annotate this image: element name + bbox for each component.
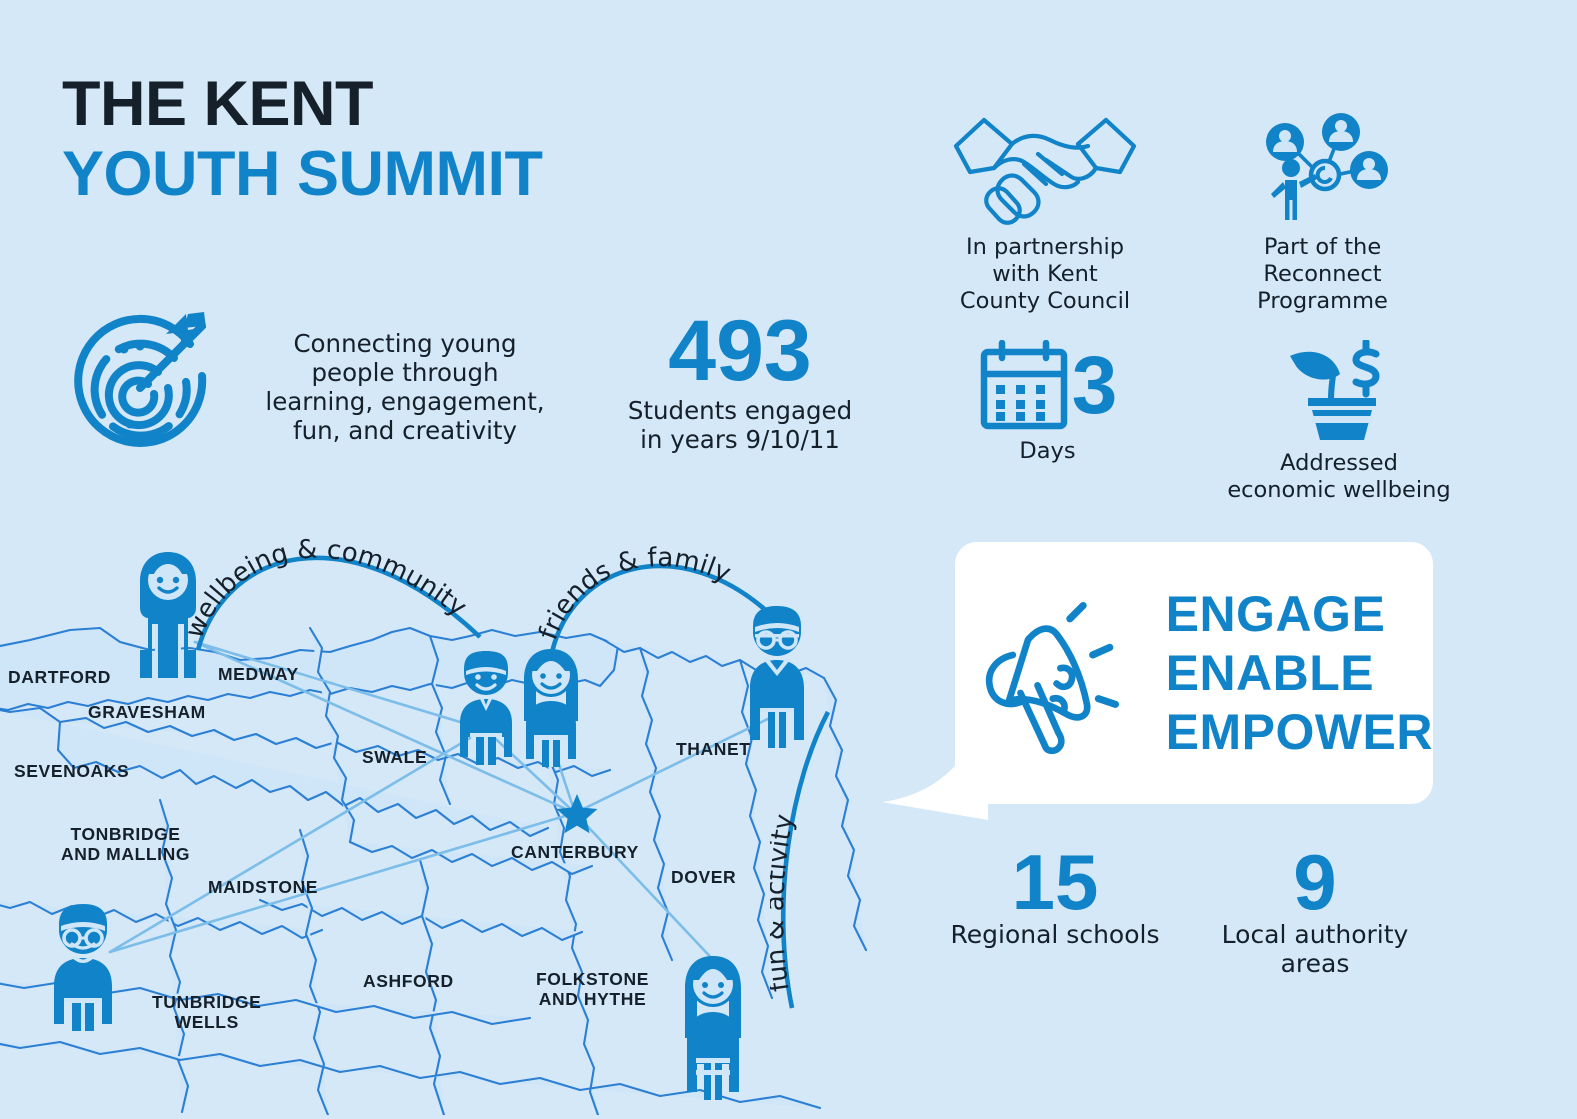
star-icon	[556, 794, 598, 834]
page-title: THE KENT YOUTH SUMMIT	[62, 69, 543, 210]
district-label-folkstone-and-hythe: FOLKSTONE AND HYTHE	[536, 969, 649, 1009]
district-label-canterbury: CANTERBURY	[511, 842, 639, 862]
district-label-swale: SWALE	[362, 747, 428, 767]
feature-reconnect-line-2: Reconnect	[1263, 261, 1382, 287]
slogan-line-3: EMPOWER	[1165, 703, 1433, 760]
feature-days: 3 Days	[940, 340, 1155, 465]
svg-text:friends & family: friends & family	[533, 543, 735, 644]
feature-econ-line-1: Addressed	[1280, 450, 1398, 476]
tagline-text: Connecting young people through learning…	[265, 329, 545, 445]
arc-wellbeing-community: wellbeing & community	[180, 534, 520, 665]
feature-days-number: 3	[1071, 340, 1118, 432]
target-arrow-icon	[74, 312, 207, 447]
stat-areas-number: 9	[1293, 838, 1337, 926]
stat-students-caption-2: in years 9/10/11	[640, 424, 840, 454]
district-label-gravesham: GRAVESHAM	[88, 702, 206, 722]
feature-partnership-line-3: County Council	[959, 288, 1131, 314]
girl-figure-icon	[140, 552, 196, 678]
stat-schools-number: 15	[1011, 838, 1099, 926]
feature-econ-line-2: economic wellbeing	[1227, 477, 1451, 503]
feature-reconnect-line-1: Part of the	[1263, 234, 1382, 260]
boy-figure-icon	[460, 651, 512, 765]
handshake-icon	[953, 117, 1137, 225]
svg-text:fun & activity: fun & activity	[770, 812, 800, 994]
district-label-ashford: ASHFORD	[363, 971, 454, 991]
tagline-block: Connecting young people through learning…	[255, 329, 555, 446]
arc-text-fun: fun & activity	[770, 812, 800, 994]
stat-local-authority-areas: 9 Local authority areas	[1200, 838, 1430, 978]
network-people-icon	[1265, 113, 1388, 220]
feature-partnership-line-2: with Kent	[992, 261, 1098, 287]
title-line-1: THE KENT	[62, 69, 374, 139]
district-label-sevenoaks: SEVENOAKS	[14, 761, 130, 781]
feature-reconnect-line-3: Programme	[1257, 288, 1388, 314]
feature-partnership: In partnership with Kent County Council	[930, 108, 1160, 315]
district-label-tunbridge-wells: TUNBRIDGE WELLS	[152, 992, 262, 1032]
arc-text-friends: friends & family	[533, 543, 735, 644]
stat-students-caption-1: Students engaged	[627, 396, 853, 426]
stat-regional-schools: 15 Regional schools	[930, 838, 1180, 950]
arc-text-wellbeing: wellbeing & community	[180, 534, 472, 642]
arc-friends-family: friends & family	[533, 543, 800, 662]
speech-bubble-slogan: ENGAGE ENABLE EMPOWER	[1166, 585, 1433, 762]
stat-areas-caption-2: areas	[1280, 948, 1350, 978]
district-label-dover: DOVER	[671, 867, 737, 887]
stat-students-number: 493	[668, 303, 812, 399]
stat-students: 493 Students engaged in years 9/10/11	[600, 303, 880, 454]
plant-money-icon	[1290, 340, 1380, 440]
district-label-dartford: DARTFORD	[8, 667, 111, 687]
calendar-icon	[980, 340, 1067, 430]
speech-bubble: ENGAGE ENABLE EMPOWER	[955, 542, 1433, 804]
boy-glasses-figure-icon	[54, 904, 112, 1031]
girl-figure-icon	[524, 649, 578, 767]
district-label-medway: MEDWAY	[218, 664, 299, 684]
title-line-2: YOUTH SUMMIT	[62, 139, 543, 210]
feature-reconnect: Part of the Reconnect Programme	[1215, 108, 1430, 315]
arc-fun-activity: fun & activity	[770, 690, 930, 1020]
boy-glasses-figure-icon	[750, 606, 804, 748]
svg-text:wellbeing & community: wellbeing & community	[180, 534, 472, 642]
megaphone-icon	[985, 601, 1120, 755]
slogan-line-2: ENABLE	[1165, 644, 1375, 701]
district-label-tonbridge-and-malling: TONBRIDGE AND MALLING	[61, 824, 191, 864]
feature-partnership-line-1: In partnership	[965, 234, 1125, 260]
stat-schools-caption: Regional schools	[950, 920, 1160, 950]
kent-map: DARTFORD GRAVESHAM MEDWAY SEVENOAKS SWAL…	[0, 500, 960, 1117]
girl-figure-icon	[685, 956, 741, 1100]
feature-days-caption: Days	[1019, 438, 1076, 464]
district-label-thanet: THANET	[676, 739, 751, 759]
district-label-maidstone: MAIDSTONE	[208, 877, 319, 897]
feature-economic-wellbeing: Addressed economic wellbeing	[1210, 340, 1468, 504]
slogan-line-1: ENGAGE	[1165, 585, 1386, 642]
stat-areas-caption-1: Local authority	[1221, 920, 1409, 950]
